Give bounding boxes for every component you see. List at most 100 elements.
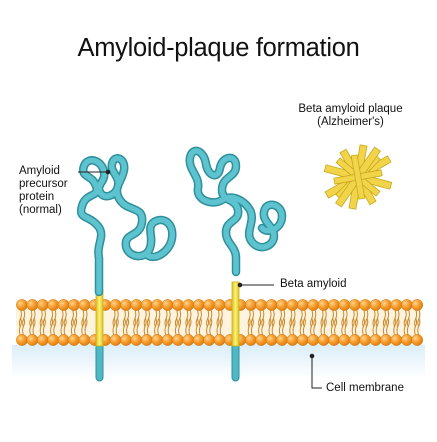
phospholipid-head [359, 334, 372, 346]
phospholipid-heads-top [16, 299, 424, 311]
lipid-tail [188, 317, 192, 337]
phospholipid-head [380, 334, 392, 346]
membrane-leader-dot [309, 353, 315, 359]
phospholipid-head [36, 299, 49, 311]
lipid-tail [396, 317, 400, 337]
lipid-tail [386, 317, 390, 337]
phospholipid-head [348, 299, 361, 311]
lipid-tail [84, 317, 88, 337]
plaque-label-line: Beta amyloid plaque [298, 103, 403, 115]
lipid-tail [403, 317, 407, 337]
phospholipid-head [151, 299, 164, 311]
lipid-tail [375, 317, 379, 337]
lipid-tail [18, 317, 22, 337]
lipid-tail [302, 317, 306, 337]
phospholipid-head [182, 299, 195, 311]
phospholipid-head [328, 299, 340, 311]
phospholipid-head [317, 299, 330, 311]
phospholipid-head [317, 334, 330, 346]
phospholipid-head [276, 299, 288, 311]
lipid-tail [313, 317, 317, 337]
phospholipid-head [161, 334, 174, 346]
membrane-leader-line [311, 356, 322, 389]
lipid-tail [42, 317, 46, 337]
app-label: Amyloid precursor protein (normal) [19, 165, 99, 217]
beta-amyloid-segment [231, 281, 240, 347]
phospholipid-head [192, 299, 205, 311]
lipid-tail [126, 317, 130, 337]
phospholipid-head [140, 334, 153, 346]
phospholipid-head [203, 334, 216, 346]
lipid-tail [219, 317, 223, 337]
phospholipid-head [390, 299, 403, 311]
lipid-tail [174, 317, 178, 337]
phospholipid-head [109, 299, 122, 311]
phospholipid-head [172, 334, 184, 346]
phospholipid-head [400, 334, 413, 346]
plaque-label-line: (Alzheimer's) [317, 116, 384, 128]
lipid-tail [154, 317, 158, 337]
lipid-tail [382, 317, 386, 337]
cleaved-protein [185, 146, 287, 382]
phospholipid-head [16, 334, 28, 346]
phospholipid-head [348, 334, 361, 346]
lipid-tail [372, 317, 376, 337]
phospholipid-head [16, 299, 28, 311]
phospholipid-head [380, 299, 392, 311]
amyloid-precursor-protein [76, 154, 177, 382]
phospholipid-head [47, 299, 60, 311]
lipid-tail [74, 317, 78, 337]
beta-amyloid-plaque [323, 144, 393, 210]
lipid-tail [143, 317, 147, 337]
phospholipid-head [36, 334, 49, 346]
phospholipid-head [276, 334, 288, 346]
phospholipid-head [307, 299, 320, 311]
lipid-tail [133, 317, 137, 337]
phospholipid-head [26, 299, 39, 311]
phospholipid-heads-bottom [16, 334, 424, 346]
phospholipid-head [296, 299, 309, 311]
app-label-line: (normal) [19, 204, 62, 216]
phospholipid-head [26, 334, 39, 346]
lipid-tail [209, 317, 213, 337]
lipid-tail [310, 317, 314, 337]
phospholipid-head [411, 299, 424, 311]
phospholipid-head [151, 334, 164, 346]
app-label-line: precursor [19, 178, 68, 190]
phospholipid-head [369, 334, 382, 346]
phospholipid-head [68, 334, 80, 346]
lipid-tail [323, 317, 327, 337]
phospholipid-head [296, 334, 309, 346]
phospholipid-head [120, 299, 132, 311]
phospholipid-head [307, 334, 320, 346]
lipid-tail [198, 317, 202, 337]
beta-leader-dot [237, 282, 243, 288]
lipid-tail [32, 317, 36, 337]
phospholipid-head [192, 334, 205, 346]
lipid-tail [39, 317, 43, 337]
lipid-tail [167, 317, 171, 337]
app-intracellular-tail [95, 342, 104, 382]
lipid-tail [289, 317, 293, 337]
phospholipid-head [130, 334, 143, 346]
lipid-tail [29, 317, 33, 337]
lipid-tail [351, 317, 355, 337]
phospholipid-head [161, 299, 174, 311]
phospholipid-head [78, 299, 91, 311]
lipid-tail [70, 317, 74, 337]
phospholipid-head [203, 299, 216, 311]
lipid-tail [406, 317, 410, 337]
lipid-tail [268, 317, 272, 337]
app-label-line: protein [19, 191, 55, 203]
phospholipid-head [182, 334, 195, 346]
lipid-tail [81, 317, 85, 337]
lipid-tail [22, 317, 26, 337]
lipid-tail [157, 317, 161, 337]
phospholipid-head [265, 334, 278, 346]
plaque-label: Beta amyloid plaque (Alzheimer's) [278, 103, 423, 129]
lipid-tail [63, 317, 67, 337]
lipid-tail [50, 317, 54, 337]
phospholipid-head [286, 334, 299, 346]
phospholipid-head [47, 334, 60, 346]
